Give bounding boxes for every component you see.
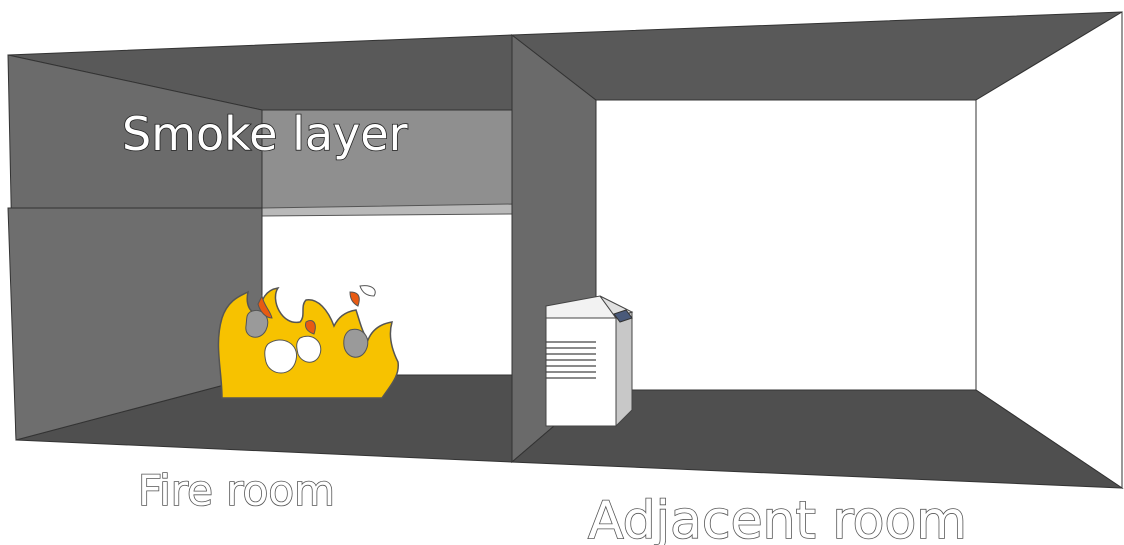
- flame-tip-4: [359, 285, 376, 297]
- detector-control-panel: [613, 309, 633, 323]
- detector-unit: [545, 295, 634, 428]
- flame-ring-3: [296, 335, 322, 363]
- adjacent-room: [510, 11, 1124, 489]
- detector-grille: [546, 341, 596, 379]
- flame-tip-2: [349, 291, 360, 307]
- flame-ring-4: [343, 328, 369, 358]
- adjacent-room-label: Adjacent room: [588, 491, 967, 545]
- smoke-layer-label: Smoke layer: [122, 107, 408, 161]
- flame-tip-1: [257, 294, 273, 319]
- fire: [217, 285, 399, 399]
- fire-room: [7, 33, 597, 464]
- adjacent-room-back-wall: [595, 99, 977, 391]
- smoke-layer-back: [261, 109, 513, 209]
- detector-side: [615, 311, 633, 428]
- flame-tip-3: [305, 320, 316, 335]
- fire-room-label: Fire room: [138, 466, 335, 515]
- flame-ring-2: [264, 339, 298, 374]
